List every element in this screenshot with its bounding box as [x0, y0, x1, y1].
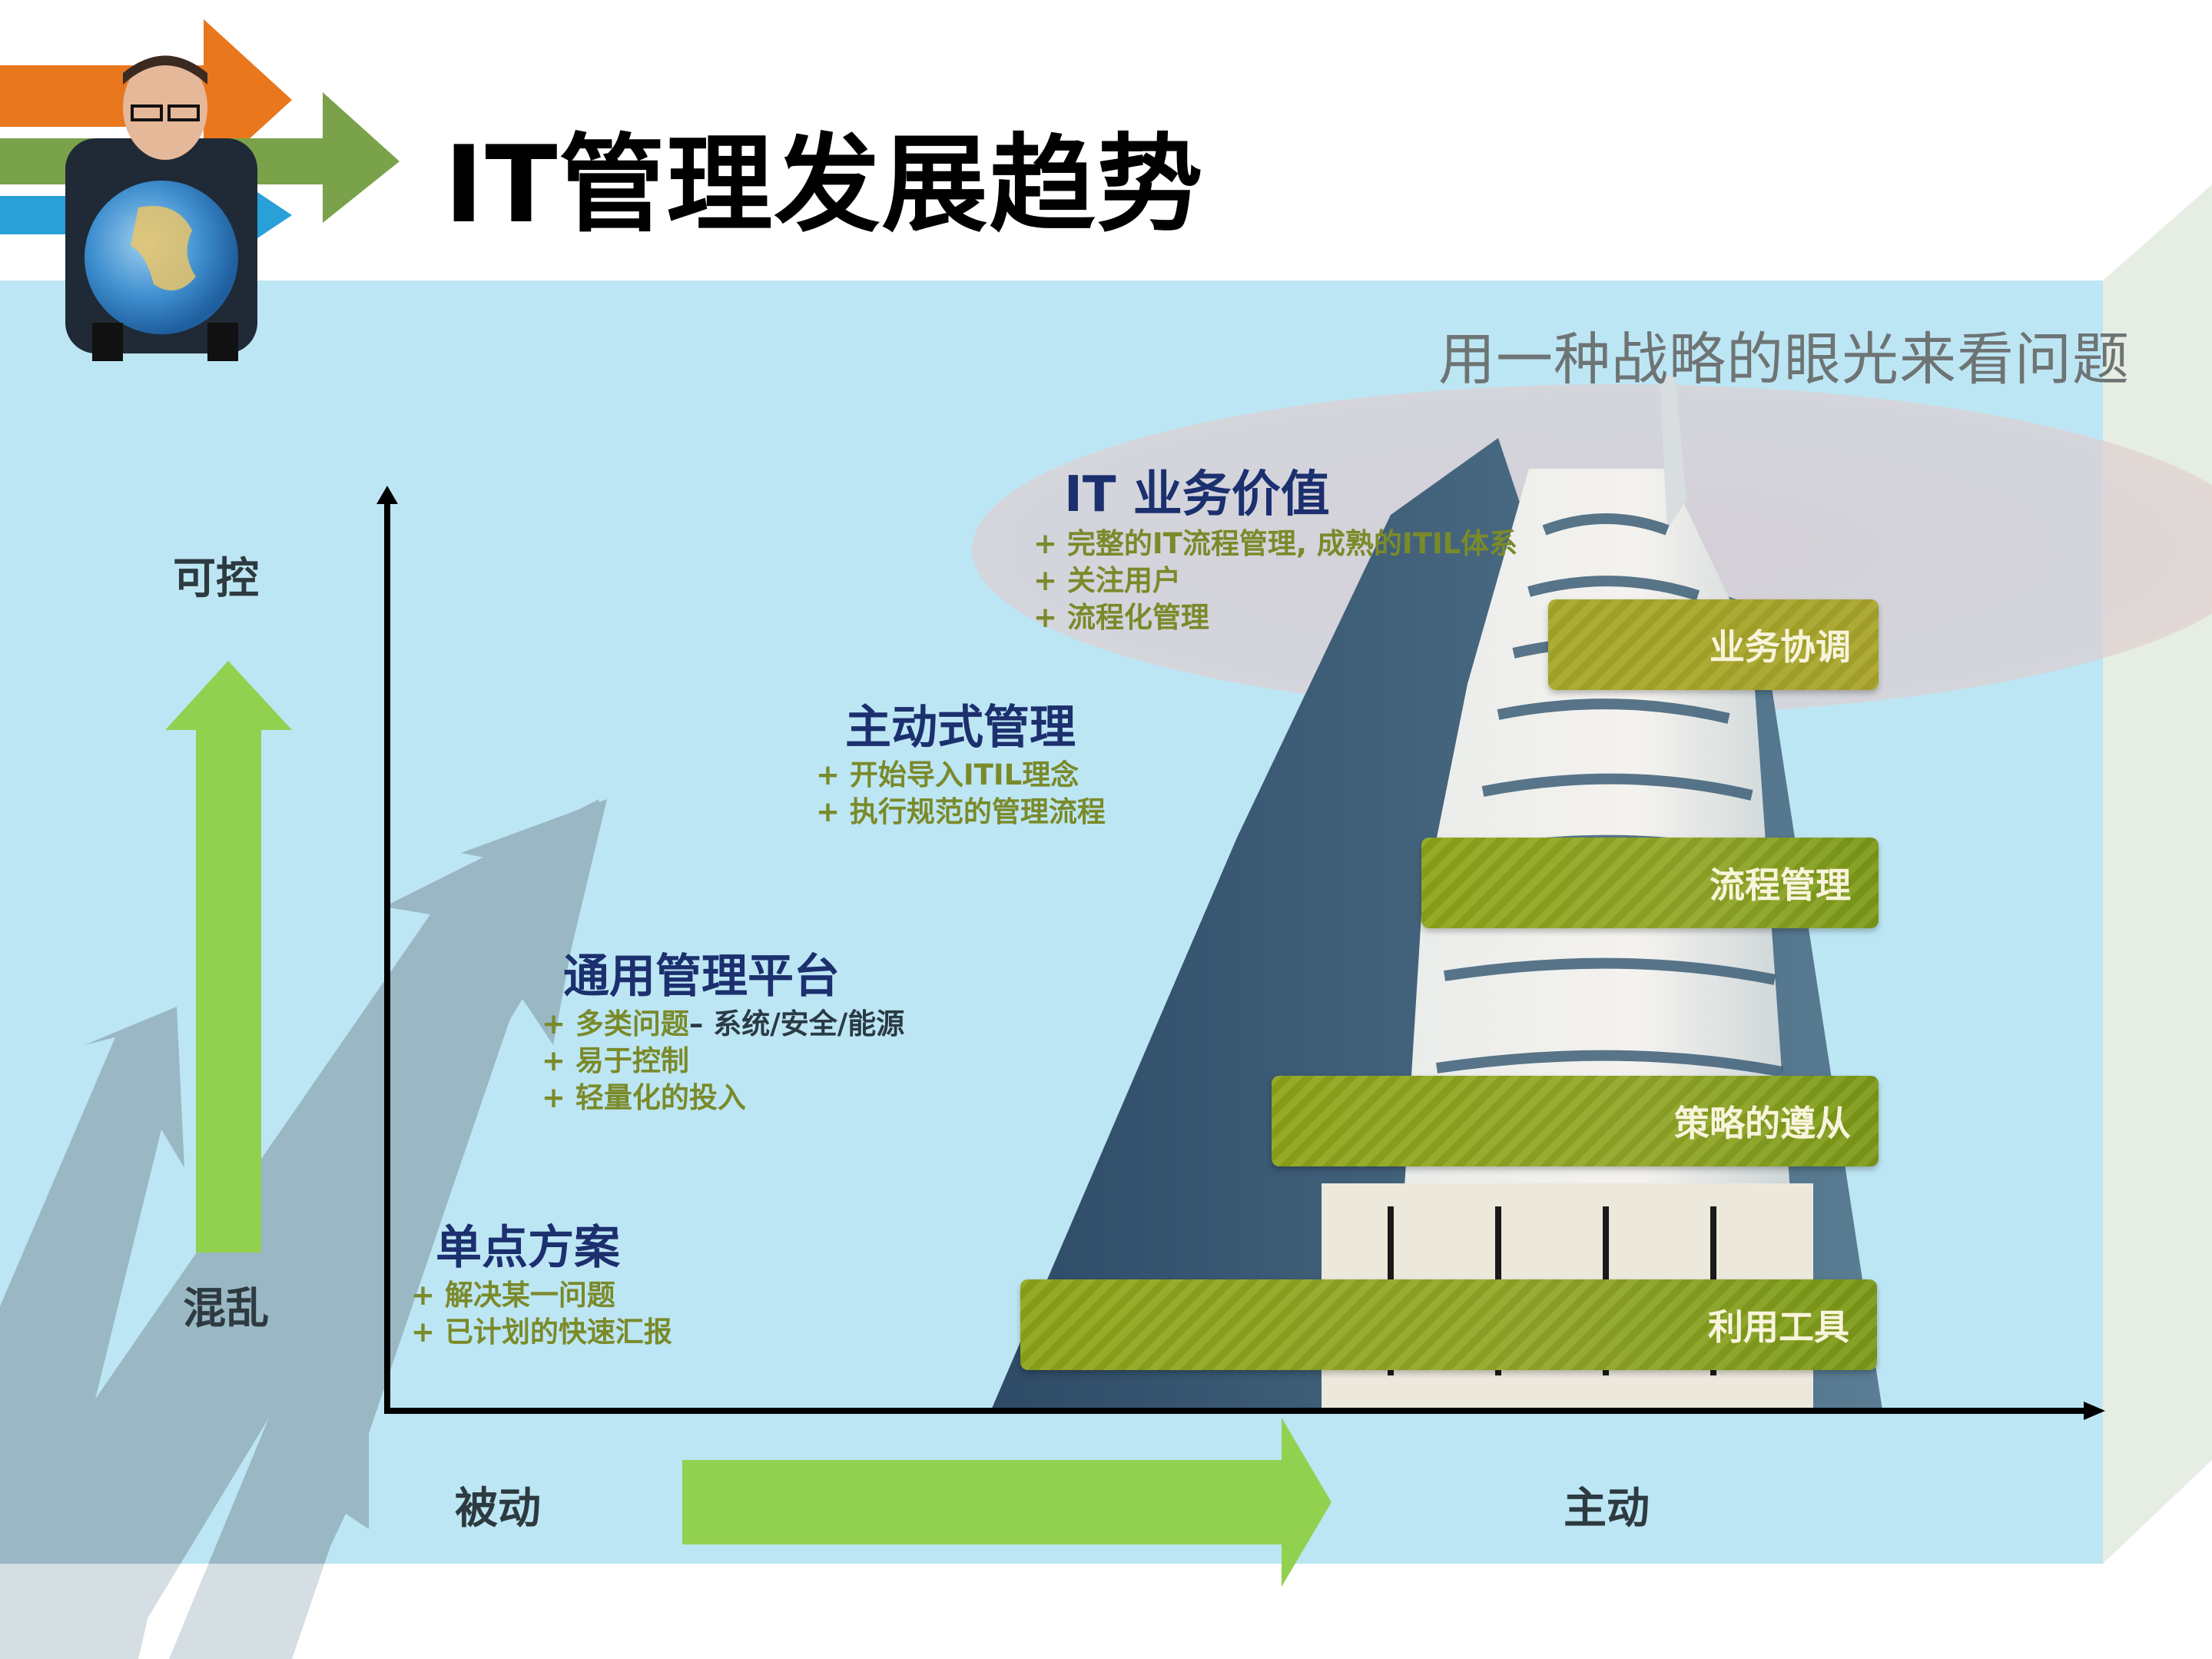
right-arrow-icon — [682, 1418, 1332, 1587]
x-axis-left-label: 被动 — [455, 1484, 541, 1534]
stage-bullet: + 易于控制 — [542, 1044, 689, 1077]
stage-bullet: + 关注用户 — [1033, 564, 1181, 597]
level-bar-policy-compliance: 策略的遵从 — [1272, 1076, 1879, 1166]
stage-bullet: + 执行规范的管理流程 — [816, 795, 1106, 828]
level-label: 策略的遵从 — [1674, 1103, 1851, 1144]
y-axis — [384, 499, 390, 1414]
bullet-text: + 多类问题 — [542, 1007, 689, 1040]
stage-bullet: + 流程化管理 — [1033, 601, 1209, 634]
stage-bullet: + 多类问题– 系统/安全/能源 — [542, 1006, 904, 1043]
x-axis-right-label: 主动 — [1564, 1484, 1650, 1534]
y-axis-top-label: 可控 — [173, 554, 259, 604]
stage-it-business-value: IT 业务价值 + 完整的IT流程管理, 成熟的ITIL体系 + 关注用户 + … — [1033, 455, 1517, 636]
person-holding-globe-icon — [0, 19, 400, 361]
up-arrow-icon — [165, 661, 292, 1253]
level-label: 流程管理 — [1710, 864, 1851, 906]
stage-title: 单点方案 — [436, 1221, 620, 1275]
stage-title: 主动式管理 — [845, 701, 1076, 755]
level-label: 业务协调 — [1710, 626, 1851, 668]
stage-single-solution: 单点方案 + 解决某一问题 + 已计划的快速汇报 — [411, 1210, 672, 1351]
stage-bullet: + 开始导入ITIL理念 — [816, 758, 1079, 791]
level-bar-process-management: 流程管理 — [1421, 838, 1879, 928]
stage-bullet: + 已计划的快速汇报 — [411, 1316, 672, 1349]
y-axis-bottom-label: 混乱 — [183, 1284, 269, 1334]
side-panel-decoration — [2103, 184, 2212, 1564]
stage-bullet: + 解决某一问题 — [411, 1279, 615, 1312]
stage-title: 通用管理平台 — [563, 950, 840, 1004]
stage-title: IT 业务价值 — [1064, 466, 1330, 523]
level-label: 利用工具 — [1708, 1306, 1849, 1348]
stage-bullet: + 轻量化的投入 — [542, 1081, 746, 1114]
y-axis-arrowhead-icon — [376, 486, 398, 504]
bullet-suffix: – 系统/安全/能源 — [688, 1007, 905, 1040]
level-bar-tool-usage: 利用工具 — [1020, 1279, 1877, 1370]
stage-bullet: + 完整的IT流程管理, 成熟的ITIL体系 — [1033, 527, 1518, 560]
level-bar-business-alignment: 业务协调 — [1548, 599, 1879, 690]
x-axis — [384, 1408, 2090, 1414]
page-title: IT管理发展趋势 — [444, 123, 1205, 247]
x-axis-arrowhead-icon — [2084, 1402, 2105, 1420]
stage-general-platform: 通用管理平台 + 多类问题– 系统/安全/能源 + 易于控制 + 轻量化的投入 — [542, 939, 904, 1117]
stage-proactive-management: 主动式管理 + 开始导入ITIL理念 + 执行规范的管理流程 — [816, 690, 1106, 831]
slide-subtitle: 用一种战略的眼光来看问题 — [1438, 327, 2130, 393]
